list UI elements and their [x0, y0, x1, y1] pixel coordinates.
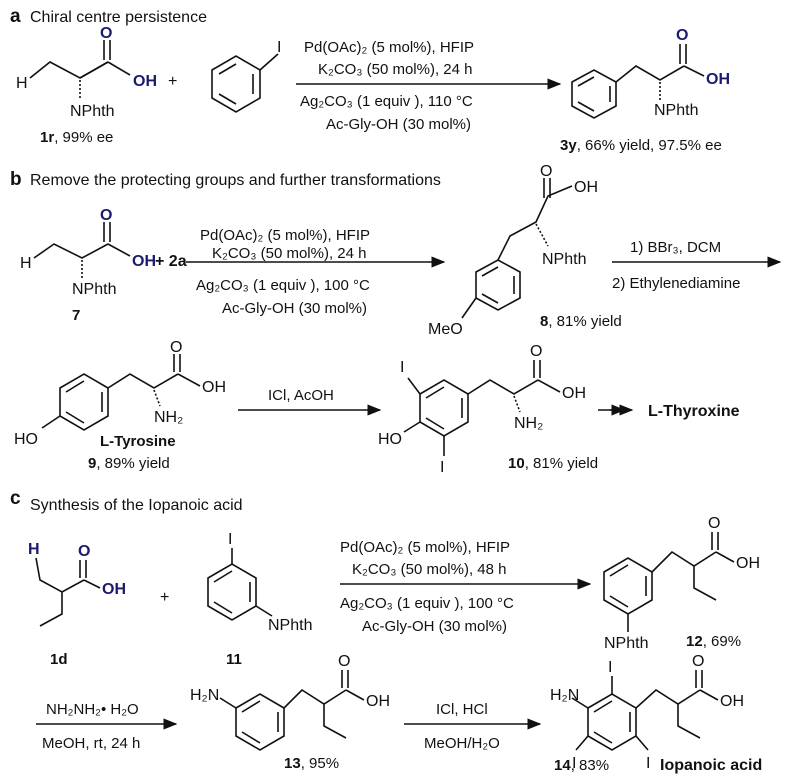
label-9: 9, 89% yield — [88, 455, 170, 472]
label-10: 10, 81% yield — [508, 455, 598, 472]
condition-line: Pd(OAc)₂ (5 mol%), HFIP — [200, 227, 370, 244]
atom-oh: OH — [562, 385, 586, 402]
condition-line: NH₂NH₂• H₂O — [46, 701, 139, 718]
condition-line: Pd(OAc)₂ (5 mol%), HFIP — [340, 539, 510, 556]
panel-b-letter: b — [10, 169, 22, 190]
label-14: 14, 83% — [554, 757, 609, 774]
reagent-2a: + 2a — [155, 253, 187, 270]
atom-h: H — [16, 75, 28, 92]
atom-nphth: NPhth — [70, 103, 114, 120]
atom-o: O — [170, 339, 182, 356]
atom-h: H — [28, 541, 40, 558]
atom-nphth: NPhth — [604, 635, 648, 652]
atom-i: I — [440, 459, 444, 476]
atom-nphth: NPhth — [72, 281, 116, 298]
atom-o: O — [540, 163, 552, 180]
condition-line: Ag₂CO₃ (1 equiv ), 110 °C — [300, 93, 473, 110]
atom-oh: OH — [736, 555, 760, 572]
atom-i: I — [572, 755, 576, 772]
atom-oh: OH — [102, 581, 126, 598]
atom-ho: HO — [378, 431, 402, 448]
atom-oh: OH — [720, 693, 744, 710]
label-11: 11 — [226, 651, 242, 668]
condition-line: MeOH, rt, 24 h — [42, 735, 140, 752]
atom-nphth: NPhth — [268, 617, 312, 634]
panel-b-title: Remove the protecting groups and further… — [30, 172, 441, 189]
compound-1d-structure: H O OH — [28, 541, 126, 627]
atom-i: I — [277, 39, 281, 56]
atom-i: I — [400, 359, 404, 376]
label-3y: 3y, 66% yield, 97.5% ee — [560, 137, 722, 154]
condition-line: Pd(OAc)₂ (5 mol%), HFIP — [304, 39, 474, 56]
atom-oh: OH — [133, 73, 157, 90]
atom-nphth: NPhth — [654, 102, 698, 119]
atom-o: O — [78, 543, 90, 560]
label-13: 13, 95% — [284, 755, 339, 772]
panel-c-title: Synthesis of the Iopanoic acid — [30, 497, 243, 514]
atom-h: H — [20, 255, 32, 272]
label-12: 12, 69% — [686, 633, 741, 650]
compound-14-structure: I H₂N I I O OH — [550, 653, 744, 772]
compound-9-structure: O OH NH₂ HO — [14, 339, 226, 448]
label-8: 8, 81% yield — [540, 313, 622, 330]
compound-11-structure: I NPhth — [207, 531, 312, 634]
condition-line: Ag₂CO₃ (1 equiv ), 100 °C — [196, 277, 370, 294]
atom-oh: OH — [574, 179, 598, 196]
atom-o: O — [338, 653, 350, 670]
atom-o: O — [692, 653, 704, 670]
atom-i: I — [228, 531, 232, 548]
condition-line: ICl, AcOH — [268, 387, 334, 404]
condition-line: MeOH/H₂O — [424, 735, 500, 752]
plus-sign: + — [160, 589, 169, 606]
condition-line: Ag₂CO₃ (1 equiv ), 100 °C — [340, 595, 514, 612]
panel-a-title: Chiral centre persistence — [30, 9, 207, 26]
label-1r: 1r, 99% ee — [40, 129, 113, 146]
compound-1r-structure: H O OH NPhth — [16, 25, 157, 120]
atom-h2n: H₂N — [190, 687, 219, 704]
atom-meo: MeO — [428, 321, 463, 338]
atom-oh: OH — [202, 379, 226, 396]
plus-sign: + — [168, 73, 177, 90]
atom-i: I — [646, 755, 650, 772]
condition-line: K₂CO₃ (50 mol%), 48 h — [352, 561, 506, 578]
panel-c-letter: c — [10, 488, 21, 509]
condition-line: ICl, HCl — [436, 701, 488, 718]
condition-line: K₂CO₃ (50 mol%), 24 h — [318, 61, 472, 78]
atom-oh: OH — [706, 71, 730, 88]
compound-8-structure: O OH NPhth MeO — [428, 163, 598, 338]
panel-a-letter: a — [10, 6, 21, 27]
compound-3y-structure: O OH NPhth — [571, 27, 730, 119]
compound-12-structure: O OH NPhth — [603, 515, 760, 652]
condition-line: 2) Ethylenediamine — [612, 275, 740, 292]
label-1d: 1d — [50, 651, 68, 668]
atom-o: O — [676, 27, 688, 44]
iopanoic-acid-name: Iopanoic acid — [660, 757, 762, 774]
thyroxine-name: L-Thyroxine — [648, 403, 740, 420]
condition-line: Ac-Gly-OH (30 mol%) — [222, 300, 367, 317]
atom-o: O — [530, 343, 542, 360]
atom-i: I — [608, 659, 612, 676]
condition-line: 1) BBr₃, DCM — [630, 239, 721, 256]
compound-7-structure: H O OH NPhth — [20, 207, 156, 298]
atom-nphth: NPhth — [542, 251, 586, 268]
atom-ho: HO — [14, 431, 38, 448]
condition-line: Ac-Gly-OH (30 mol%) — [362, 618, 507, 635]
compound-13-structure: H₂N O OH — [190, 653, 390, 751]
atom-oh: OH — [132, 253, 156, 270]
atom-o: O — [100, 25, 112, 42]
condition-line: Ac-Gly-OH (30 mol%) — [326, 116, 471, 133]
compound-10-structure: I I HO O OH NH₂ — [378, 343, 586, 476]
atom-nh2: NH₂ — [514, 415, 543, 432]
condition-line: K₂CO₃ (50 mol%), 24 h — [212, 245, 366, 262]
atom-nh2: NH₂ — [154, 409, 183, 426]
label-7: 7 — [72, 307, 80, 324]
tyrosine-name: L-Tyrosine — [100, 433, 176, 450]
atom-o: O — [100, 207, 112, 224]
atom-oh: OH — [366, 693, 390, 710]
iodobenzene-structure: I — [211, 39, 281, 113]
atom-h2n: H₂N — [550, 687, 579, 704]
atom-o: O — [708, 515, 720, 532]
